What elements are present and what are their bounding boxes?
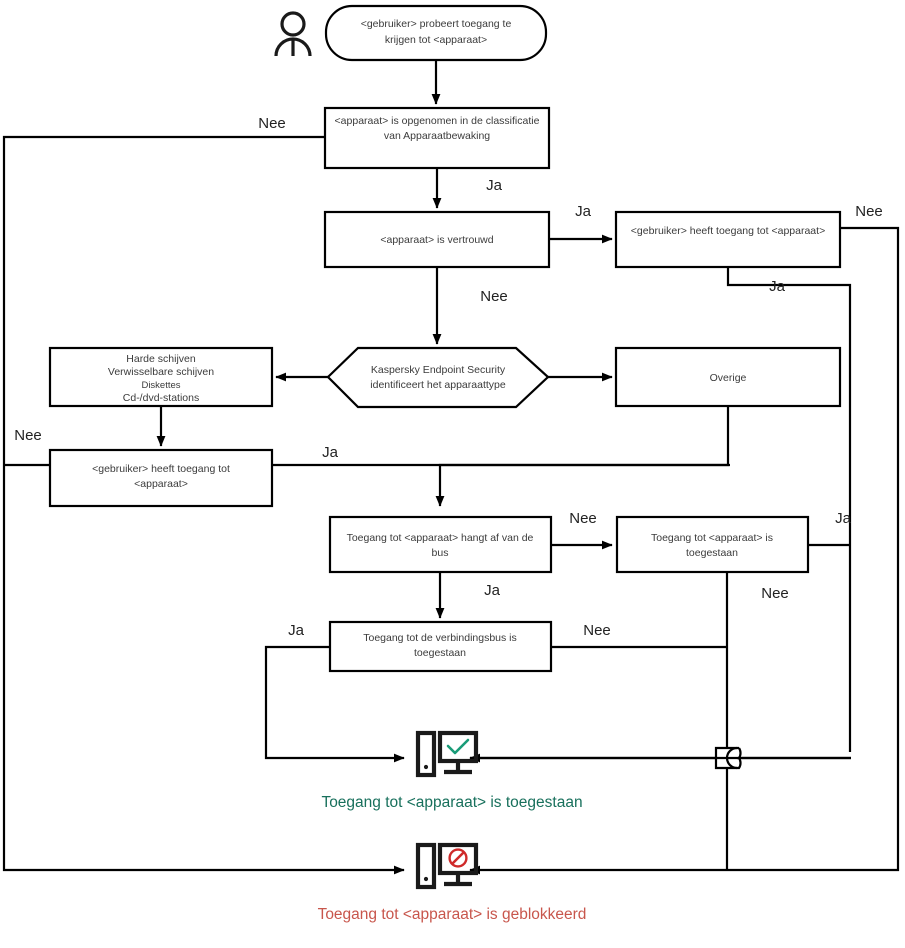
edge-label-access-allowed-no: Nee [761,585,789,602]
node-access-allowed[interactable]: Toegang tot <apparaat> is toegestaan [615,515,810,574]
node-device-types-line1: Harde schijven [126,353,196,365]
node-classification[interactable]: <apparaat> is opgenomen in de classifica… [323,106,551,170]
node-identify-line1: Kaspersky Endpoint Security [371,364,506,376]
node-trusted[interactable]: <apparaat> is vertrouwd [323,210,551,269]
monitor-blocked-icon [415,842,479,890]
edge-label-bus-dependent-no: Nee [569,510,597,527]
edge-bus-allowed-yes-to-allowed [264,645,405,763]
node-user-access-2-line1: <gebruiker> heeft toegang tot [92,463,230,475]
blocked-caption: Toegang tot <apparaat> is geblokkeerd [318,906,587,923]
node-classification-line2: van Apparaatbewaking [384,130,490,142]
node-device-types-line3: Diskettes [141,380,180,391]
edge-classification-no-to-blocked [2,135,405,875]
node-user-access-device-2[interactable]: <gebruiker> heeft toegang tot <apparaat> [48,448,274,508]
node-identify-device-type[interactable]: Kaspersky Endpoint Security identificeer… [326,346,550,409]
edge-label-user-access-no: Nee [855,203,883,220]
node-bus-dependent-line2: bus [432,547,449,559]
node-classification-line1: <apparaat> is opgenomen in de classifica… [335,115,540,127]
node-start-line2: krijgen tot <apparaat> [385,34,487,46]
edge-label-trusted-yes: Ja [575,203,592,220]
node-trusted-line1: <apparaat> is vertrouwd [380,234,493,246]
edge-label-classification-yes: Ja [486,177,503,194]
node-user-access-2-line2: <apparaat> [134,478,188,490]
node-device-types-line2: Verwisselbare schijven [108,366,214,378]
node-start[interactable]: <gebruiker> probeert toegang te krijgen … [324,4,548,62]
node-other-line1: Overige [710,372,747,384]
node-access-allowed-line2: toegestaan [686,547,738,559]
edge-label-bus-allowed-yes: Ja [288,622,305,639]
monitor-check-icon [415,730,479,778]
edge-label-user-access-yes: Ja [769,278,786,295]
node-bus-allowed[interactable]: Toegang tot de verbindingsbus is toegest… [328,620,553,673]
node-identify-line2: identificeert het apparaattype [370,379,506,391]
edge-label-user-access-2-no: Nee [14,427,42,444]
edge-other-to-bus-dependent [435,406,730,507]
node-access-allowed-line1: Toegang tot <apparaat> is [651,532,773,544]
node-bus-allowed-line2: toegestaan [414,647,466,659]
edge-label-classification-no: Nee [258,115,286,132]
edge-user-access-yes [726,267,852,752]
edge-label-bus-allowed-no: Nee [583,622,611,639]
node-bus-allowed-line1: Toegang tot de verbindingsbus is [363,632,517,644]
edge-label-trusted-no: Nee [480,288,508,305]
allowed-caption: Toegang tot <apparaat> is toegestaan [321,794,582,811]
node-user-access-device[interactable]: <gebruiker> heeft toegang tot <apparaat> [614,210,842,269]
user-actor-icon [274,11,312,57]
node-other[interactable]: Overige [614,346,842,408]
edge-label-bus-dependent-yes: Ja [484,582,501,599]
edge-label-user-access-2-yes: Ja [322,444,339,461]
edge-label-access-allowed-yes: Ja [835,510,852,527]
node-bus-dependent[interactable]: Toegang tot <apparaat> hangt af van de b… [328,515,553,574]
node-bus-dependent-line1: Toegang tot <apparaat> hangt af van de [347,532,534,544]
node-start-line1: <gebruiker> probeert toegang te [361,18,512,30]
node-device-types-line4: Cd-/dvd-stations [123,392,199,404]
edge-user-access-no-to-blocked [469,226,900,875]
node-device-types[interactable]: Harde schijven Verwisselbare schijven Di… [48,346,274,408]
node-user-access-device-line1: <gebruiker> heeft toegang tot <apparaat> [631,225,825,237]
